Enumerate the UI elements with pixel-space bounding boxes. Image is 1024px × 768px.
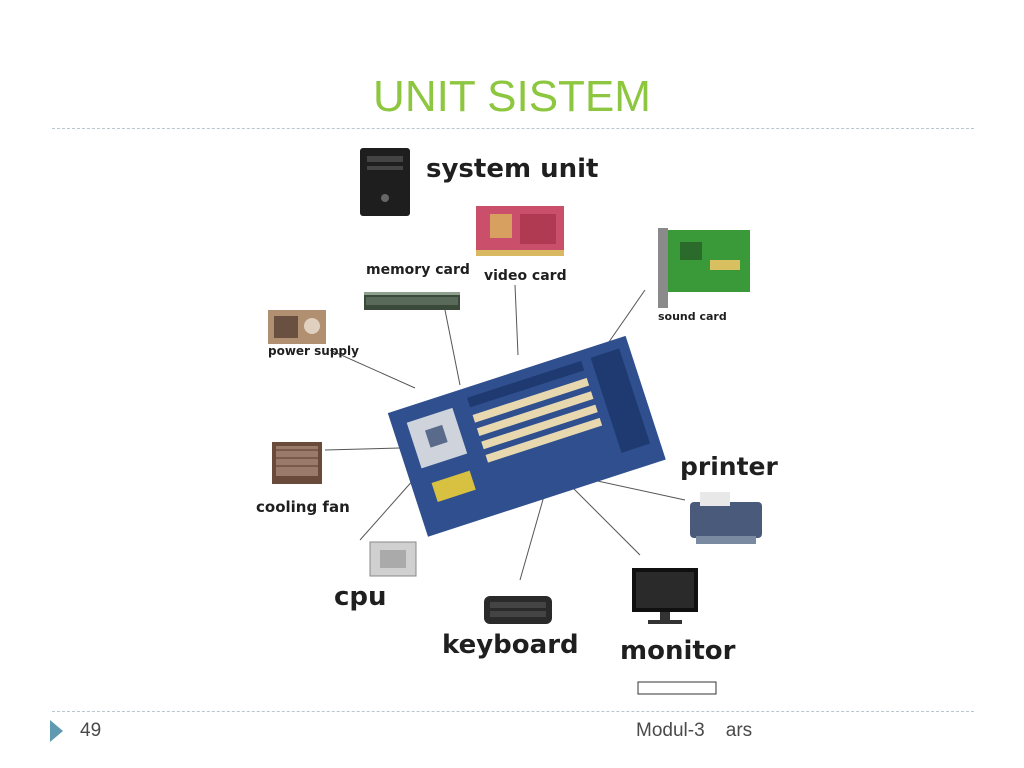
footer-divider [52,711,974,712]
memory-card-image [364,292,460,310]
power-supply-label: power supply [268,344,359,358]
printer-image [690,492,762,544]
cooling-fan-label: cooling fan [256,498,350,516]
keyboard-label: keyboard [442,630,579,660]
motherboard-image [387,335,666,537]
printer-label: printer [680,452,778,481]
video-card-image [476,206,564,256]
cpu-image [369,541,417,577]
bullet-arrow-icon [50,720,63,742]
memory-card-label: memory card [366,262,470,278]
system-unit-image [360,148,410,216]
cpu-label: cpu [334,582,387,612]
page-number: 49 [80,720,102,741]
video-card-label: video card [484,268,567,284]
sound-card-image [658,228,750,308]
monitor-label: monitor [620,636,736,666]
slide-title: UNIT SISTEM [373,72,651,121]
monitor-image [632,568,717,695]
sound-card-label: sound card [658,310,727,323]
cooling-fan-image [272,442,322,484]
footer-text: Modul-3 ars [636,720,753,741]
power-supply-image [268,310,326,344]
title-divider [52,128,974,129]
computer-components-diagram: system unit memory card video card sound… [240,140,800,702]
keyboard-image [484,596,552,624]
system-unit-label: system unit [426,154,599,184]
